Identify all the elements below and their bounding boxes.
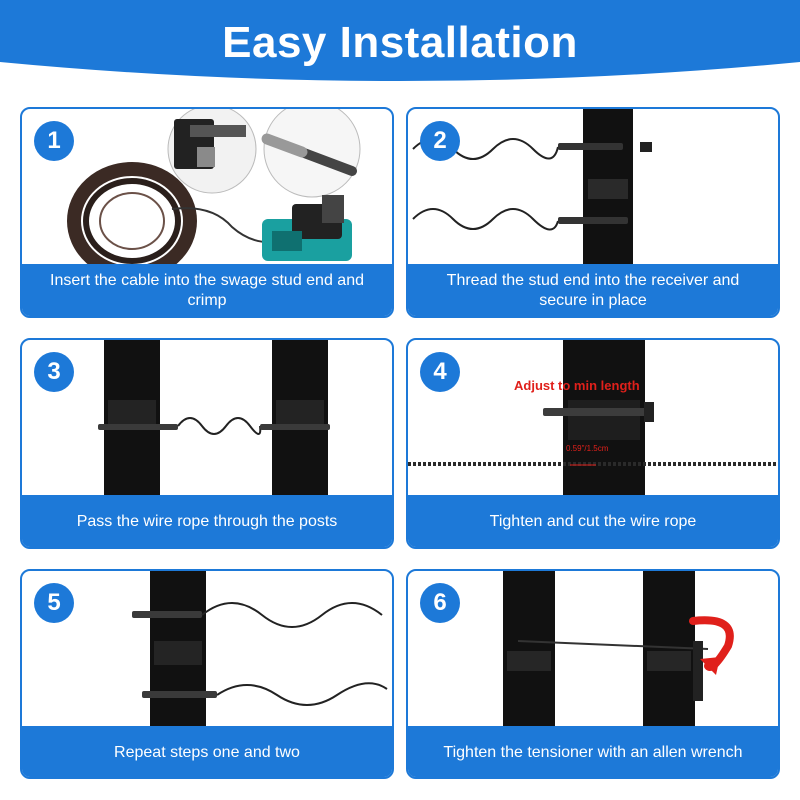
wire-coil-icon [67,162,197,264]
page-title: Easy Installation [222,18,578,67]
step-card-6: 6 Tighten the tensioner with an allen wr… [406,569,780,779]
step-caption: Repeat steps one and two [22,726,392,777]
cable-closeup-inset [261,109,361,198]
tension-arrow-icon [689,616,734,675]
pass-through-illustration [98,340,330,495]
receiver-illustration [412,109,652,264]
step-caption: Tighten and cut the wire rope [408,495,778,547]
step-card-1: 1 Insert the cable into the swage stud e… [20,107,394,318]
step-card-3: 3 Pass the wire rope through the posts [20,338,394,549]
post-icon [104,340,328,495]
post-icon [563,340,645,495]
step-caption: Pass the wire rope through the posts [22,495,392,547]
step-caption: Tighten the tensioner with an allen wren… [408,726,778,777]
adjust-annotation: Adjust to min length [514,378,640,393]
step-number-badge: 4 [420,352,460,392]
crimp-illustration [67,109,361,264]
step-number-badge: 5 [34,583,74,623]
post-icon [150,571,206,726]
step-number-badge: 3 [34,352,74,392]
measurement-label: 0.59"/1.5cm [566,444,609,453]
allen-wrench-illustration [503,571,734,726]
step-caption: Thread the stud end into the receiver an… [408,264,778,316]
step-number-badge: 2 [420,121,460,161]
header-band [0,0,800,81]
step-number-badge: 6 [420,583,460,623]
step-card-5: 5 Repeat steps one and two [20,569,394,779]
tighten-cut-illustration [408,340,778,495]
step-caption: Insert the cable into the swage stud end… [22,264,392,316]
repeat-illustration [132,571,388,726]
crimp-tool-icon [262,195,352,261]
step-number-badge: 1 [34,121,74,161]
stud-closeup-inset [167,109,257,194]
step-card-2: 2 Thread the stud end into the receiver … [406,107,780,318]
post-icon [503,571,695,726]
post-icon [583,109,633,264]
step-card-4: Adjust to min length 0.59"/1.5cm 4 Tight… [406,338,780,549]
